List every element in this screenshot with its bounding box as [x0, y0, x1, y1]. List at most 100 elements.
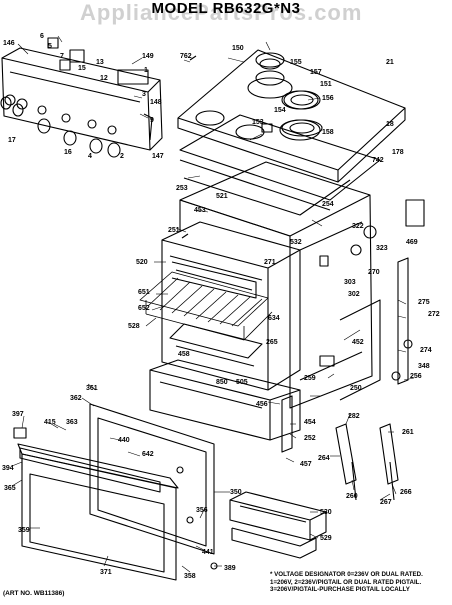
part-label: 505 [236, 379, 248, 386]
part-label: 634 [268, 315, 280, 322]
note-line: 1=206V, 2=236V/PIGTAIL OR DUAL RATED PIG… [270, 578, 422, 586]
control-panel [1, 37, 163, 151]
part-label: 15 [78, 65, 86, 72]
part-label: 150 [232, 45, 244, 52]
storage-drawer [149, 359, 301, 441]
part-label: 178 [392, 149, 404, 156]
part-label: 157 [310, 69, 322, 76]
part-label: 452 [352, 339, 364, 346]
part-label: 147 [152, 153, 164, 160]
part-label: 9 [150, 117, 154, 124]
part-label: 371 [100, 569, 112, 576]
broiler-pan [229, 491, 327, 559]
part-label: 282 [348, 413, 360, 420]
oven-door-inner-panel [89, 403, 215, 555]
part-label: 762 [180, 53, 192, 60]
part-label: 1 [144, 67, 148, 74]
side-trim [281, 257, 409, 453]
part-label: 356 [196, 507, 208, 514]
door-hinges [335, 423, 399, 501]
part-label: 456 [256, 401, 268, 408]
watermark: AppliancePartsPros.com [80, 0, 363, 25]
part-label: 532 [290, 239, 302, 246]
part-label: 270 [368, 269, 380, 276]
part-label: 457 [300, 461, 312, 468]
part-label: 259 [304, 375, 316, 382]
part-label: 272 [428, 311, 440, 318]
oven-rack [139, 271, 273, 341]
part-label: 521 [216, 193, 228, 200]
oven-door-outer [17, 443, 179, 581]
part-label: 458 [178, 351, 190, 358]
part-label: 275 [418, 299, 430, 306]
part-label: 359 [18, 527, 30, 534]
part-label: 453 [194, 207, 206, 214]
part-label: 16 [64, 149, 72, 156]
control-knobs [0, 96, 121, 158]
part-label: 256 [410, 373, 422, 380]
part-label: 148 [150, 99, 162, 106]
part-label: 154 [274, 107, 286, 114]
part-label: 520 [136, 259, 148, 266]
part-label: 322 [352, 223, 364, 230]
part-label: 17 [8, 137, 16, 144]
part-label: 350 [230, 489, 242, 496]
part-label: 252 [304, 435, 316, 442]
part-label: 153 [252, 119, 264, 126]
part-label: 156 [322, 95, 334, 102]
note-line: * VOLTAGE DESIGNATOR 0=236V OR DUAL RATE… [270, 571, 423, 578]
part-label: 642 [142, 451, 154, 458]
part-label: 21 [386, 59, 394, 66]
cooktop [177, 49, 406, 183]
part-label: 302 [348, 291, 360, 298]
part-label: 394 [2, 465, 14, 472]
part-label: 18 [386, 121, 394, 128]
part-label: 530 [320, 509, 332, 516]
part-label: 440 [118, 437, 130, 444]
part-label: 415 [44, 419, 56, 426]
part-label: 266 [400, 489, 412, 496]
part-label: 652 [138, 305, 150, 312]
part-label: 146 [3, 40, 15, 47]
voltage-designator-note: * VOLTAGE DESIGNATOR 0=236V OR DUAL RATE… [270, 571, 450, 594]
part-label: 397 [12, 411, 24, 418]
part-label: 149 [142, 53, 154, 60]
part-label: 742 [372, 157, 384, 164]
part-label: 158 [322, 129, 334, 136]
misc-small-parts [13, 55, 425, 570]
part-label: 12 [100, 75, 108, 82]
part-label: 5 [48, 43, 52, 50]
part-label: 454 [304, 419, 316, 426]
part-label: 267 [380, 499, 392, 506]
part-label: 260 [346, 493, 358, 500]
part-label: 348 [418, 363, 430, 370]
part-label: 850 [216, 379, 228, 386]
part-label: 253 [176, 185, 188, 192]
bake-element [171, 261, 257, 299]
part-label: 529 [320, 535, 332, 542]
part-label: 250 [350, 385, 362, 392]
part-label: 323 [376, 245, 388, 252]
note-line: 3=206V/PIGTAIL-PURCHASE PIGTAIL LOCALLY [270, 586, 410, 593]
part-label: 261 [402, 429, 414, 436]
part-label: 441 [202, 549, 214, 556]
leader-lines [11, 35, 415, 573]
part-label: 469 [406, 239, 418, 246]
part-label: 254 [322, 201, 334, 208]
part-label: 362 [70, 395, 82, 402]
part-label: 365 [4, 485, 16, 492]
part-label: 151 [320, 81, 332, 88]
part-label: 13 [96, 59, 104, 66]
part-label: 358 [184, 573, 196, 580]
part-label: 528 [128, 323, 140, 330]
part-label: 265 [266, 339, 278, 346]
range-cabinet [179, 161, 377, 409]
part-label: 155 [290, 59, 302, 66]
door-handle [19, 447, 161, 493]
part-label: 363 [66, 419, 78, 426]
part-labels: 146 6 5 7 15 13 149 762 1 12 3 148 9 17 … [2, 33, 440, 580]
part-label: 4 [88, 153, 92, 160]
part-label: 2 [120, 153, 124, 160]
